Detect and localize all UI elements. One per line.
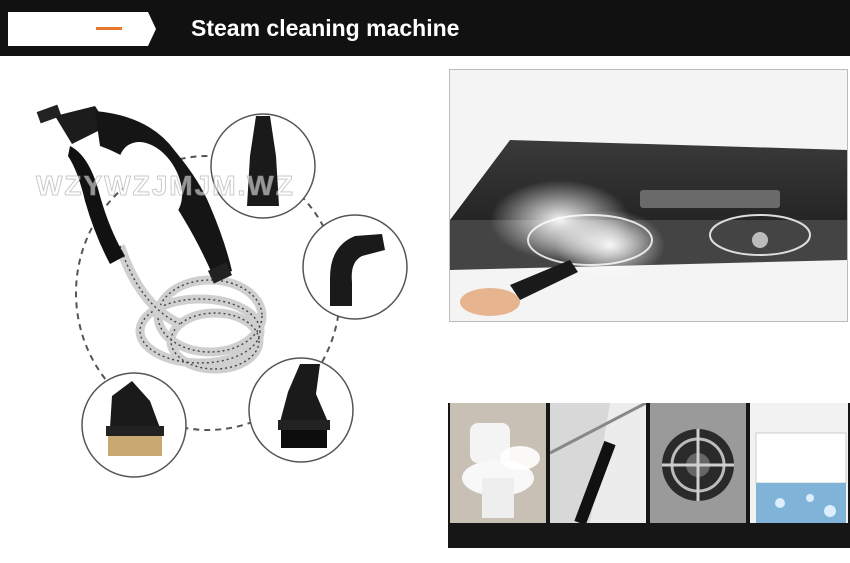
usage-scenes-strip [448, 403, 850, 548]
header-bar: Steam cleaning machine [0, 0, 850, 56]
scene-toilet [450, 403, 546, 523]
pointed-nozzle-icon [247, 116, 279, 206]
attachment-bent-nozzle [302, 214, 408, 320]
bent-nozzle-icon [330, 234, 385, 306]
hose-coil [135, 275, 267, 374]
page-title: Steam cleaning machine [191, 15, 460, 41]
range-hood-photo [449, 69, 848, 322]
scene-air-conditioner [750, 403, 848, 523]
steam-gun-icon [36, 104, 233, 284]
tag-arrow-icon [8, 12, 156, 46]
angled-black-brush-icon [278, 364, 330, 448]
watermark-text: WZYWZJMJM.WZ [36, 170, 295, 202]
attachment-pointed-nozzle [210, 113, 316, 219]
attachment-black-brush [248, 357, 354, 463]
scene-gas-stove [650, 403, 746, 523]
scene-window-track [550, 403, 646, 523]
product-illustration: WZYWZJMJM.WZ [0, 56, 440, 563]
attachment-brass-brush [81, 372, 187, 478]
angled-brass-brush-icon [106, 381, 164, 456]
